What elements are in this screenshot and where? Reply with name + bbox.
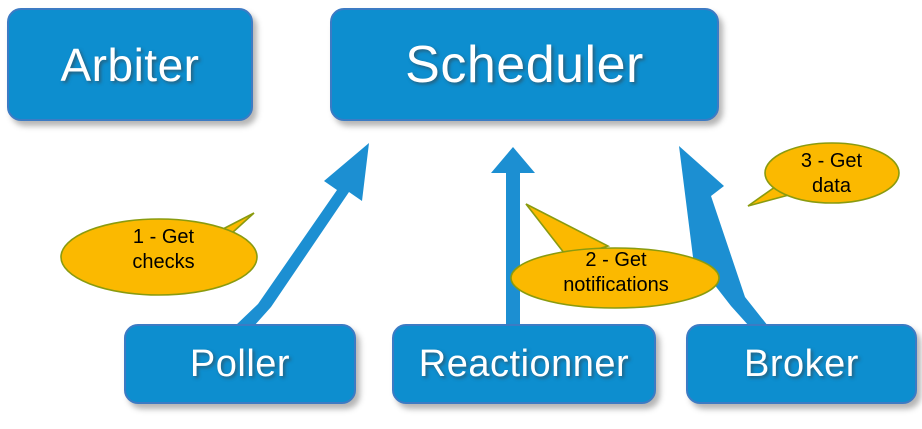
callout-get-notifications-shape [510,203,720,309]
callout-get-data-shape [747,142,900,207]
node-arbiter[interactable]: Arbiter [7,8,253,121]
node-broker-label: Broker [744,342,859,385]
node-poller[interactable]: Poller [124,324,356,404]
node-reactionner[interactable]: Reactionner [392,324,656,404]
node-reactionner-label: Reactionner [418,342,630,385]
callout-get-data[interactable]: 3 - Get data [742,140,907,212]
node-poller-label: Poller [189,342,291,385]
node-scheduler-label: Scheduler [405,35,644,94]
node-arbiter-label: Arbiter [60,38,200,91]
callout-get-checks-shape [60,212,258,296]
callout-get-notifications[interactable]: 2 - Get notifications [500,192,730,312]
node-scheduler[interactable]: Scheduler [330,8,719,121]
callout-get-checks[interactable]: 1 - Get checks [58,205,308,300]
node-broker[interactable]: Broker [686,324,917,404]
